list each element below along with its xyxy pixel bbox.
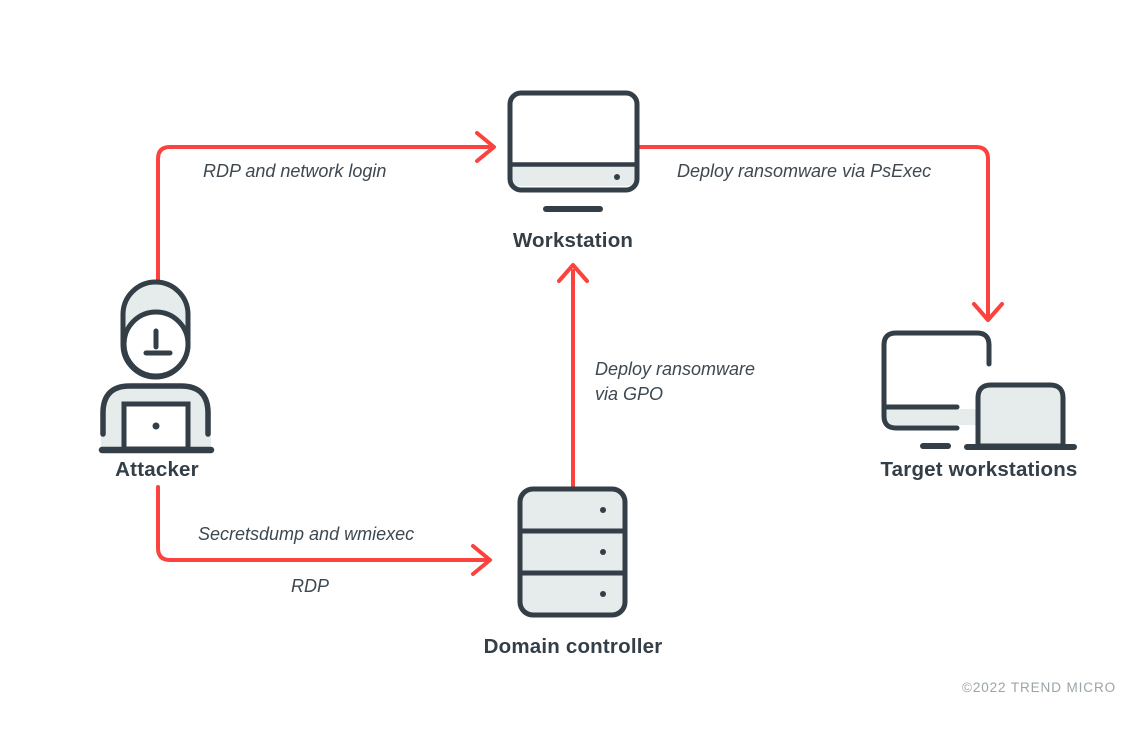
shoulders-outline (100, 383, 211, 437)
arrow-shaft (636, 145, 990, 317)
monitor-chin-fill (886, 409, 978, 425)
monitor-camera-dot (614, 174, 620, 180)
arrow-workstation-to-targets (636, 145, 1004, 322)
arrowhead-right-icon (471, 544, 492, 576)
attacker-icon (98, 279, 215, 454)
edge-label-line: via GPO (595, 384, 664, 404)
server-body-shape (517, 486, 628, 618)
target-workstations-icon (881, 330, 1077, 450)
arrow-attacker-to-dc (156, 485, 492, 576)
domain-controller-label: Domain controller (483, 635, 663, 658)
monitor-chin-fill (512, 166, 635, 186)
edge-label-deploy-gpo: Deploy ransomware via GPO (595, 357, 755, 407)
attacker-label: Attacker (115, 458, 199, 481)
server-led-dot (600, 507, 606, 513)
workstation-icon (507, 90, 640, 212)
laptop-logo-dot (152, 422, 160, 430)
monitor-outline (507, 90, 640, 193)
edge-label-rdp: RDP (291, 576, 330, 596)
arrowhead-right-icon (475, 131, 496, 163)
target-workstations-label: Target workstations (880, 458, 1078, 481)
arrow-attacker-to-workstation (156, 131, 496, 287)
server-led-dot (600, 549, 606, 555)
edge-label-rdp-network-login: RDP and network login (203, 161, 387, 181)
edge-label-secretsdump-wmiexec: Secretsdump and wmiexec (198, 524, 415, 544)
arrowhead-up-icon (557, 263, 589, 283)
copyright-text: ©2022 TREND MICRO (961, 680, 1116, 695)
monitor-outline (881, 330, 992, 431)
edge-label-line: Deploy ransomware (595, 359, 756, 379)
arrow-dc-to-workstation (557, 263, 589, 490)
workstation-label: Workstation (512, 229, 634, 252)
laptop-body-shape (975, 382, 1066, 449)
arrow-shaft (156, 145, 491, 287)
arrow-shaft (156, 485, 488, 562)
arrowhead-down-icon (972, 302, 1004, 322)
edge-label-deploy-psexec: Deploy ransomware via PsExec (677, 161, 932, 181)
server-led-dot (600, 591, 606, 597)
domain-controller-icon (517, 486, 628, 618)
